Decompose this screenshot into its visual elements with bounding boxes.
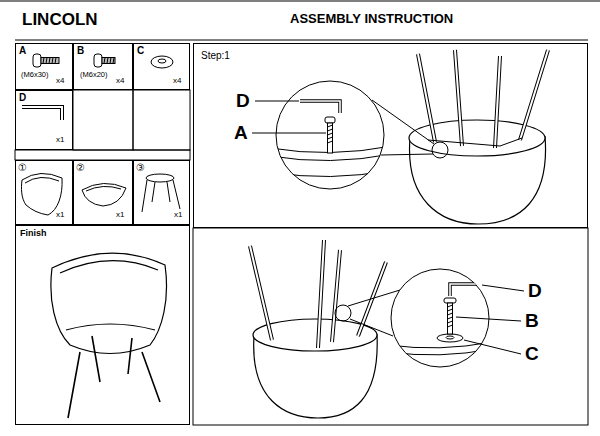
screw-size: (M6x30)	[21, 71, 49, 79]
quantity: x1	[56, 136, 64, 145]
screw-b-icon	[94, 54, 115, 67]
step2-chair	[250, 240, 524, 418]
quantity: x1	[116, 211, 124, 220]
seat-line	[66, 324, 155, 330]
subtitle: ASSEMBLY INSTRUCTION	[290, 12, 453, 26]
part-cell: Dx1	[15, 90, 73, 150]
component-cell: ③ x1	[133, 160, 190, 225]
screw-head	[444, 298, 456, 303]
chair-shell	[51, 253, 167, 353]
screw-shaft	[41, 58, 59, 64]
part-cell: A (M6x30) x4	[15, 43, 73, 90]
step-panel	[193, 228, 588, 425]
leg-ring	[146, 174, 174, 182]
thread	[328, 125, 333, 143]
screw-head	[94, 54, 102, 67]
legs	[142, 180, 180, 212]
finish-panel: Finish	[15, 225, 190, 425]
panel-heading: Finish	[20, 229, 47, 239]
screw-shaft	[448, 303, 453, 334]
zoom-detail	[388, 284, 492, 369]
callout-letter: C	[525, 344, 539, 365]
backrest-icon	[21, 173, 62, 215]
washer-hole	[446, 336, 454, 339]
zoom-detail	[270, 101, 392, 177]
component-number: ③	[136, 162, 145, 173]
chair-legs-fill	[250, 240, 386, 348]
empty-cell	[133, 90, 190, 150]
component-cell: ② x1	[73, 160, 133, 225]
component-number: ①	[18, 162, 27, 173]
screw-size: (M6x20)	[80, 71, 108, 79]
screw-head	[325, 117, 335, 123]
part-cell: B (M6x20) x4	[73, 43, 133, 90]
screw-shaft	[102, 58, 115, 64]
allen-key-fill	[300, 101, 340, 113]
step-panel: Step:1	[193, 43, 588, 228]
screw-a-icon	[33, 54, 59, 67]
header-rule	[15, 40, 588, 41]
chair-legs	[418, 50, 548, 148]
allen-key	[300, 101, 340, 113]
product-title: LINCOLN	[22, 11, 98, 30]
part-letter: B	[77, 45, 84, 56]
step1-chair	[252, 50, 548, 224]
component-number: ②	[76, 162, 85, 173]
frame-lines	[0, 1, 600, 425]
seat-icon	[82, 183, 126, 206]
part-cell: Cx4	[133, 43, 190, 90]
leg-frame-icon	[142, 174, 180, 212]
screw-head	[33, 54, 41, 67]
callout-letter: B	[525, 311, 539, 332]
top-rule	[0, 1, 600, 2]
quantity: x4	[116, 77, 124, 86]
leader-lines	[252, 101, 326, 133]
allen-key-icon	[22, 107, 62, 120]
back-edge	[60, 261, 158, 273]
backrest-edge	[25, 177, 59, 183]
callout-letter: D	[528, 281, 542, 302]
thread	[448, 305, 453, 327]
allen-key	[22, 107, 62, 120]
callout-letter: D	[236, 91, 250, 112]
step-heading: Step:1	[201, 50, 230, 61]
part-letter: C	[137, 45, 144, 56]
washer-hole	[158, 59, 166, 63]
screw-shaft	[328, 123, 333, 153]
chair-legs-fill	[418, 50, 548, 148]
thread	[43, 58, 56, 64]
empty-row	[15, 150, 190, 160]
quantity: x4	[56, 77, 64, 86]
allen-key	[450, 284, 482, 296]
chair-legs	[68, 336, 160, 418]
zoom-spot	[335, 305, 351, 321]
part-letter: A	[19, 45, 26, 56]
allen-key-fill	[450, 284, 482, 296]
zoom-spot	[432, 142, 448, 158]
seat	[82, 183, 126, 206]
washer-icon	[151, 56, 173, 68]
finished-chair	[51, 253, 167, 418]
zoom-circle	[276, 81, 384, 189]
callout-letter: A	[234, 123, 248, 144]
leader-lines	[456, 285, 524, 354]
empty-cell	[73, 90, 133, 150]
washer	[437, 334, 463, 342]
backrest	[21, 173, 62, 215]
component-cell: ① x1	[15, 160, 73, 225]
plate	[388, 342, 492, 369]
quantity: x1	[56, 211, 64, 220]
seat-edge	[86, 186, 121, 191]
part-letter: D	[19, 92, 26, 103]
chair-legs	[250, 240, 386, 348]
quantity: x1	[174, 211, 182, 220]
thread	[104, 58, 114, 64]
washer	[151, 56, 173, 68]
quantity: x4	[173, 77, 181, 86]
allen-key-fill	[22, 107, 62, 120]
